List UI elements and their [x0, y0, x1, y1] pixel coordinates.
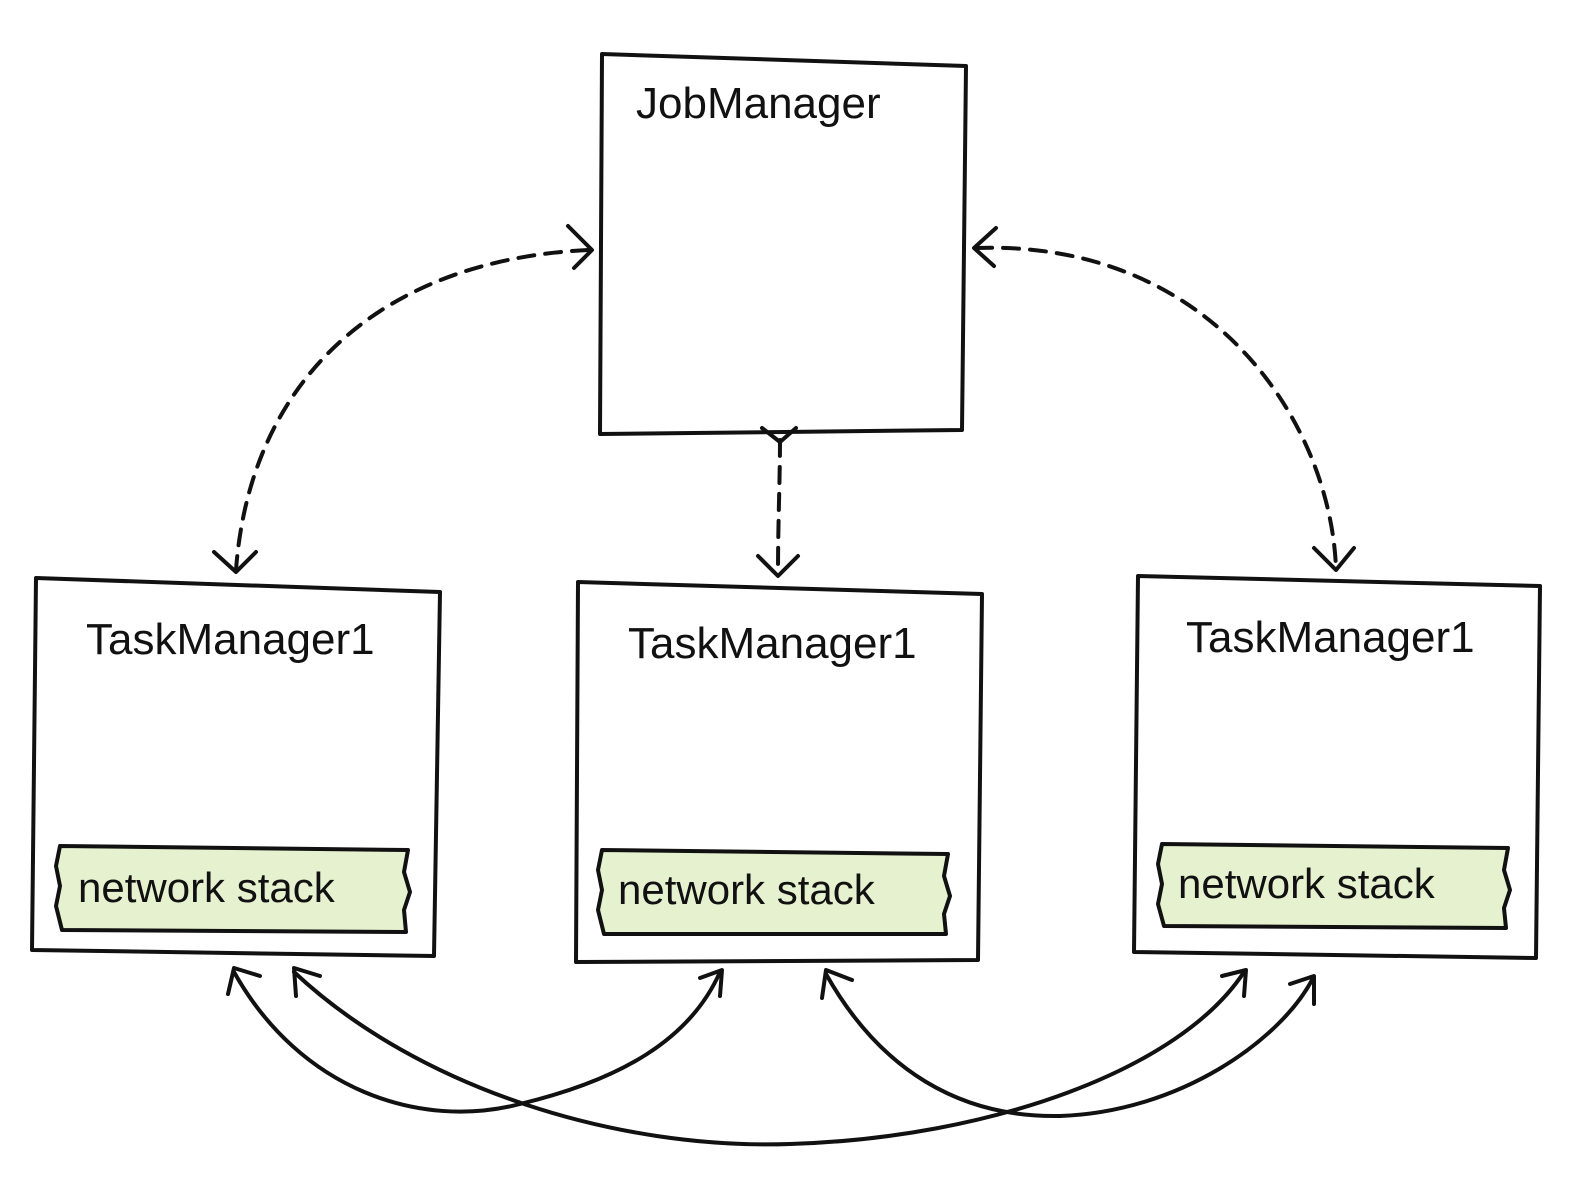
arrowhead: [212, 550, 258, 574]
arrowhead: [972, 226, 998, 268]
arrowhead: [820, 968, 854, 1000]
task-manager-label: TaskManager1: [86, 615, 375, 664]
data-connection-tm1-tm2: [226, 966, 724, 1114]
network-stack-block: [596, 848, 952, 936]
network-stack-label: network stack: [1178, 860, 1436, 907]
task-manager-node-2: TaskManager1 network stack: [574, 580, 984, 964]
arrowhead: [760, 426, 798, 444]
arrowhead: [698, 968, 724, 998]
arrowhead: [1288, 974, 1316, 1006]
network-stack-label: network stack: [618, 866, 876, 913]
data-connection-tm2-tm3: [820, 968, 1316, 1119]
task-manager-node-1: TaskManager1 network stack: [30, 576, 442, 958]
task-manager-label: TaskManager1: [1186, 613, 1475, 662]
task-manager-node-3: TaskManager1 network stack: [1132, 574, 1542, 960]
control-connection-left: [212, 224, 594, 574]
job-manager-label: JobManager: [636, 79, 881, 128]
arrowhead: [566, 224, 594, 270]
job-manager-node: JobManager: [598, 52, 968, 436]
arrowhead: [292, 966, 322, 998]
arrowhead: [226, 966, 262, 996]
network-stack-block: [54, 844, 412, 934]
arrowhead: [756, 554, 800, 578]
task-manager-label: TaskManager1: [628, 619, 917, 668]
control-connection-right: [972, 226, 1356, 572]
arrowhead: [1312, 546, 1356, 572]
network-stack-label: network stack: [78, 864, 336, 911]
arrowhead: [1220, 968, 1248, 998]
control-connection-middle: [756, 426, 800, 578]
data-connection-tm1-tm3: [292, 966, 1248, 1147]
network-stack-block: [1156, 842, 1512, 930]
